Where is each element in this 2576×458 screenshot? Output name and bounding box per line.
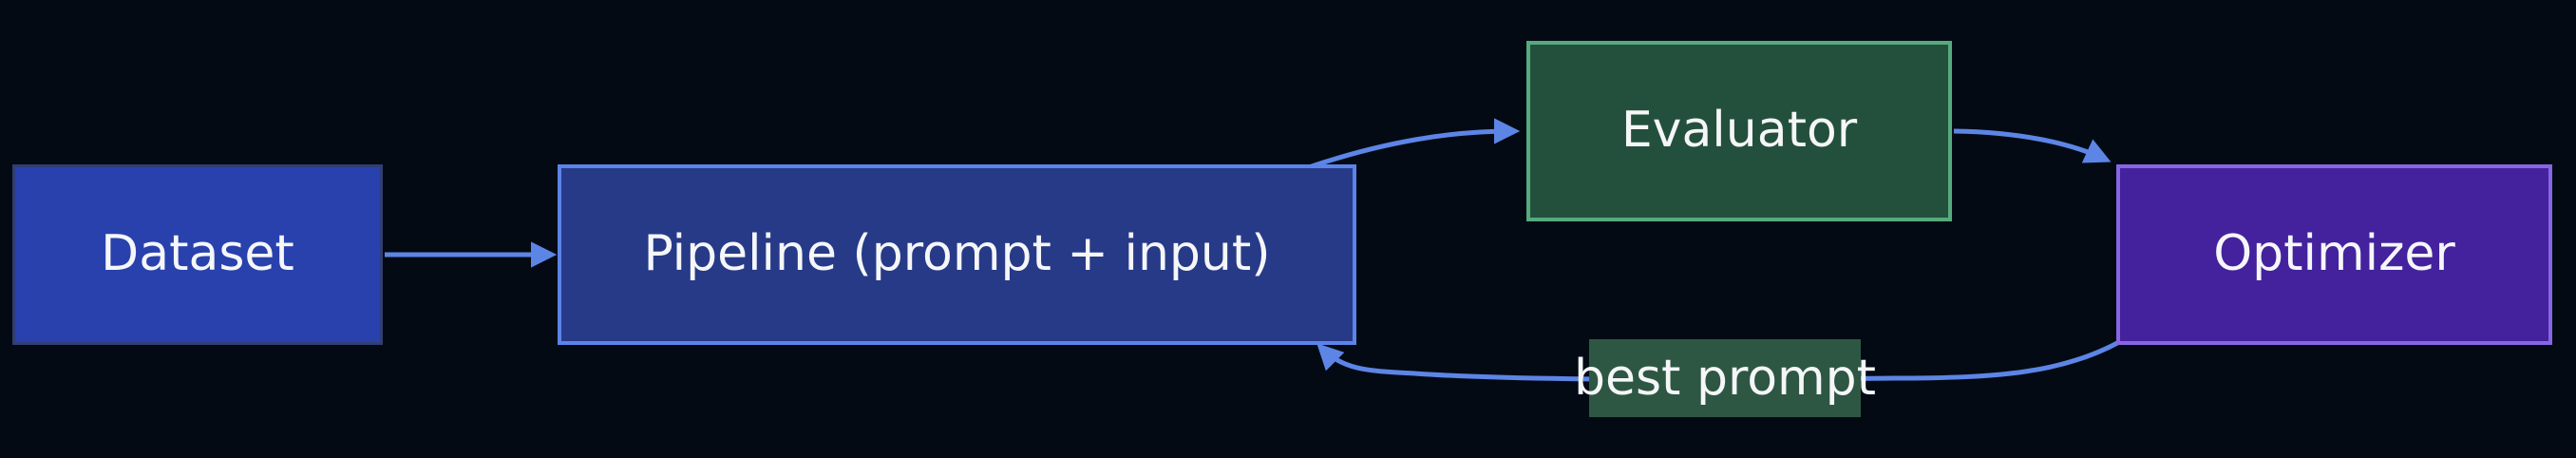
node-pipeline: Pipeline (prompt + input) (558, 164, 1356, 345)
edge-label-best-prompt-text: best prompt (1573, 350, 1877, 407)
edge-label-best-prompt: best prompt (1574, 339, 1876, 417)
edge-pipeline-to-evaluator (1305, 118, 1521, 171)
node-evaluator-label: Evaluator (1620, 102, 1858, 160)
node-optimizer-label: Optimizer (2213, 225, 2455, 283)
edge-evaluator-to-optimizer (1953, 128, 2112, 163)
node-optimizer: Optimizer (2116, 164, 2552, 345)
node-dataset-label: Dataset (101, 225, 294, 283)
node-pipeline-label: Pipeline (prompt + input) (643, 225, 1271, 283)
node-dataset: Dataset (12, 164, 383, 345)
node-evaluator: Evaluator (1526, 41, 1952, 221)
